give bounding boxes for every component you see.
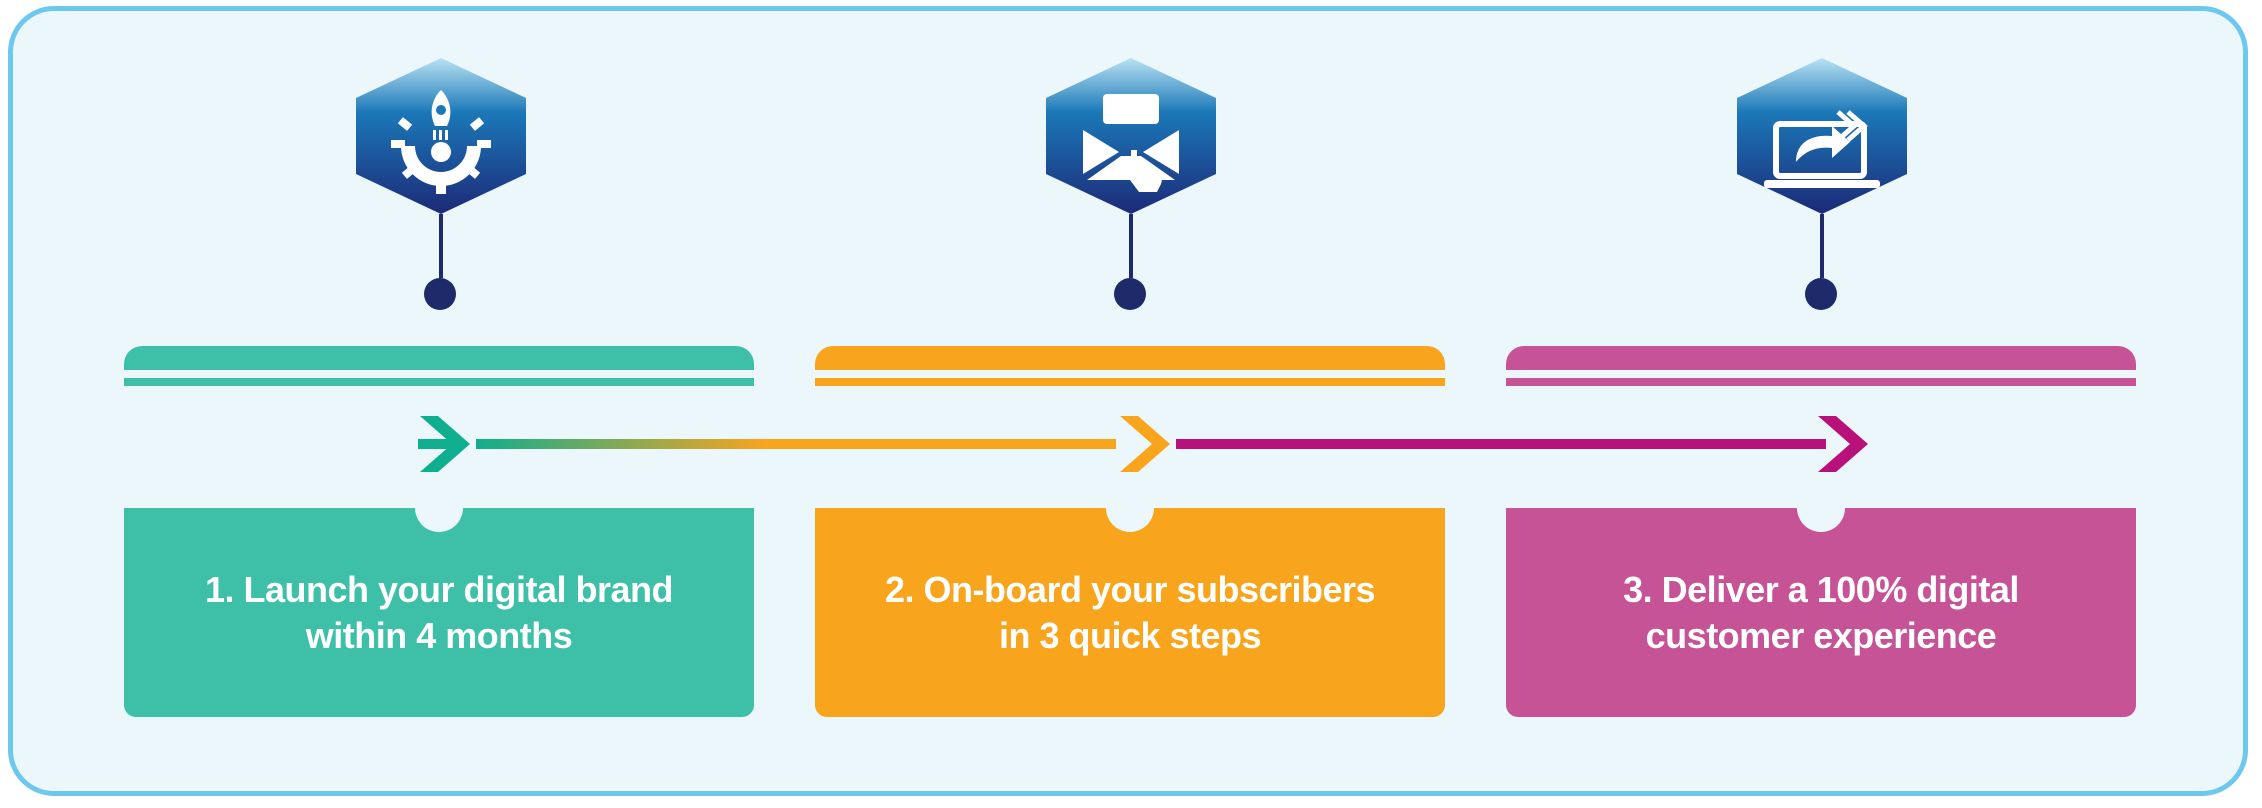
step-2-tab [815, 346, 1445, 370]
step-1-text: 1. Launch your digital brand within 4 mo… [159, 567, 719, 659]
step-3-text: 3. Deliver a 100% digital customer exper… [1541, 567, 2101, 659]
step-1-line [124, 378, 754, 386]
step-3-dot [1805, 278, 1837, 310]
step-1-hexagon [356, 58, 526, 214]
step-2-card: 2. On-board your subscribers in 3 quick … [815, 508, 1445, 717]
step-2-hexagon [1046, 58, 1216, 214]
gear-rocket-icon [391, 90, 491, 194]
step-2-line [815, 378, 1445, 386]
step-3-line-2: customer experience [1645, 614, 1997, 656]
step-3-line [1506, 378, 2136, 386]
step-3-hexagon [1737, 58, 1907, 214]
step-3-tab [1506, 346, 2136, 370]
step-2-line-1: 2. On-board your subscribers [884, 568, 1376, 610]
step-3-card: 3. Deliver a 100% digital customer exper… [1506, 508, 2136, 717]
step-2-line-2: in 3 quick steps [998, 614, 1262, 656]
step-1-line-1: 1. Launch your digital brand [204, 568, 674, 610]
step-2-dot [1114, 278, 1146, 310]
step-1-dot [424, 278, 456, 310]
step-2-text: 2. On-board your subscribers in 3 quick … [850, 567, 1410, 659]
step-1-connector [439, 214, 443, 278]
laptop-share-icon [1764, 110, 1880, 188]
step-1-line-2: within 4 months [305, 614, 573, 656]
step-1-card: 1. Launch your digital brand within 4 mo… [124, 508, 754, 717]
step-2-connector [1129, 214, 1133, 278]
envelope-touch-icon [1083, 94, 1179, 192]
step-1-tab [124, 346, 754, 370]
step-3-line-1: 3. Deliver a 100% digital [1623, 568, 2019, 610]
step-3-connector [1820, 214, 1824, 278]
